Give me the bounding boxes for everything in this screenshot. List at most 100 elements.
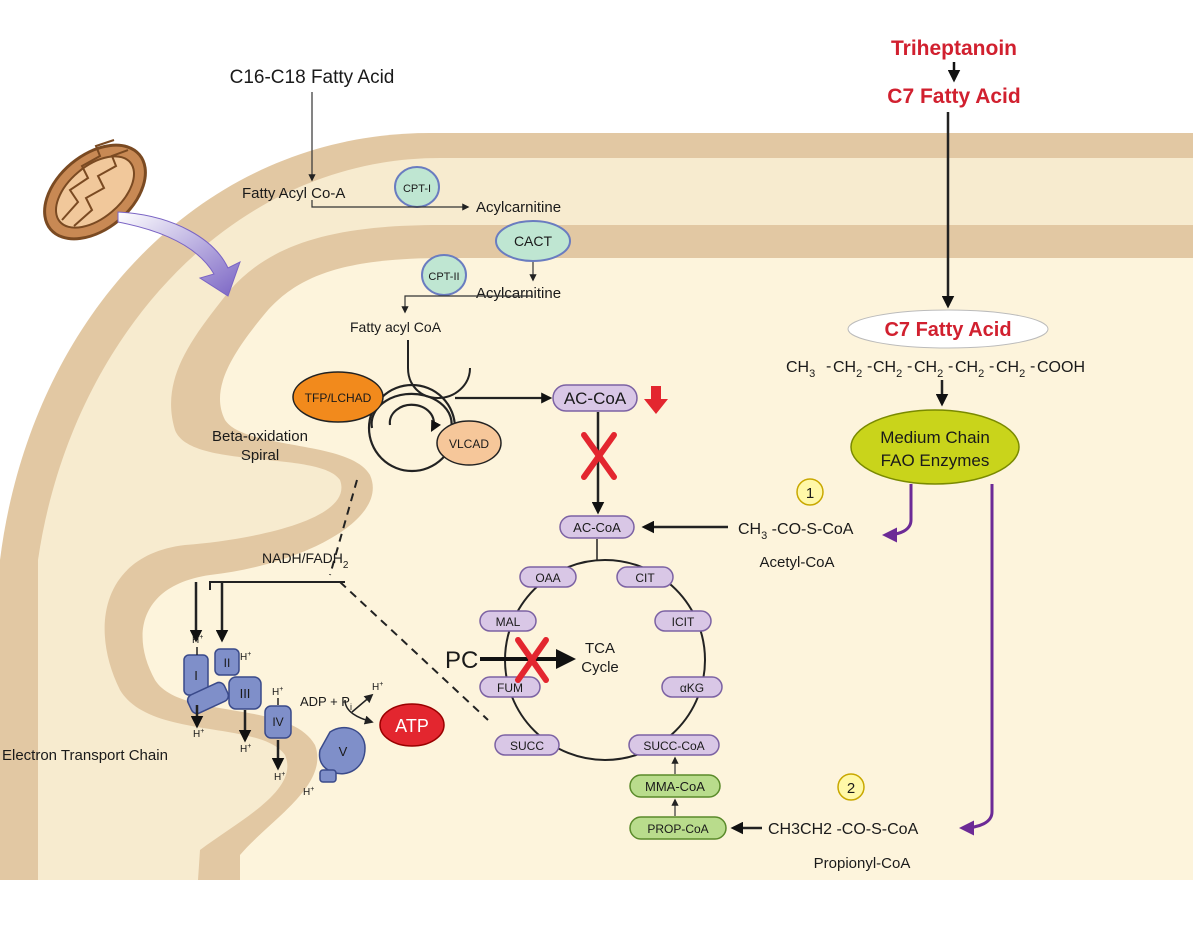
- propionyl-coa-label: Propionyl-CoA: [814, 855, 911, 872]
- atp-label: ATP: [395, 716, 429, 736]
- svg-text:CH3: CH3: [786, 359, 815, 380]
- svg-text:H+: H+: [240, 651, 251, 663]
- mma-coa-label: MMA-CoA: [645, 779, 705, 794]
- mal-node: [479, 610, 537, 632]
- tfp-lchad-label: TFP/LCHAD: [305, 391, 372, 405]
- adp-pi-label: ADP + Pi: [300, 694, 352, 712]
- complex-1-label: I: [194, 668, 198, 683]
- decrease-arrow-icon: [644, 386, 668, 414]
- icit-label: ICIT: [672, 615, 695, 629]
- succ-coa-label: SUCC-CoA: [643, 739, 704, 753]
- triheptanoin-label: Triheptanoin: [891, 37, 1017, 60]
- cpt2-label: CPT-II: [428, 271, 459, 283]
- akg-label: αKG: [680, 681, 704, 695]
- electron-transport-chain-label: Electron Transport Chain: [2, 747, 168, 764]
- akg-node: [661, 676, 723, 698]
- svg-text:CH2: CH2: [833, 359, 862, 380]
- succ-label: SUCC: [510, 739, 544, 753]
- oaa-node: [519, 566, 577, 588]
- pc-block-x-icon: [515, 637, 549, 683]
- c7-formula: CH3 - CH2 - CH2 - CH2 - CH2 - CH2 - COOH: [786, 358, 1085, 380]
- svg-text:H+: H+: [192, 634, 203, 646]
- ac-coa-top-node: [552, 384, 638, 412]
- cact-label: CACT: [514, 233, 553, 249]
- svg-text:CH2: CH2: [955, 359, 984, 380]
- c7-fatty-acid-matrix-node: [847, 309, 1049, 349]
- acetyl-coa-formula: CH3 -CO-S-CoA: [738, 521, 854, 542]
- svg-text:-: -: [907, 358, 912, 375]
- succ-node: [494, 734, 560, 756]
- medium-chain-label: Medium Chain: [880, 428, 990, 447]
- mma-coa-node: [629, 774, 721, 798]
- cact-node: [495, 220, 571, 262]
- arrow-complex-5-to-h: [351, 693, 374, 713]
- arrow-acyl-coa-to-acylcarnitine: [311, 200, 470, 211]
- svg-text:CH2: CH2: [914, 359, 943, 380]
- purple-arrow-to-propionyl: [959, 484, 994, 836]
- complex-4-node: [264, 705, 292, 739]
- marker-2-label: 2: [847, 780, 855, 797]
- arrow-adp-to-atp: [344, 699, 374, 725]
- arrow-acylcarnitine-to-acyl-coa: [401, 295, 533, 314]
- prop-coa-node: [629, 816, 727, 840]
- tca-ac-coa-label: AC-CoA: [573, 520, 621, 535]
- c7-fatty-acid-top-label: C7 Fatty Acid: [887, 85, 1020, 108]
- prop-coa-label: PROP-CoA: [647, 822, 708, 836]
- propionyl-coa-formula: CH3CH2 -CO-S-CoA: [768, 821, 919, 838]
- atp-node: [379, 703, 445, 747]
- svg-text:H+: H+: [240, 743, 251, 755]
- complex-5-label: V: [339, 744, 348, 759]
- cycle-label: Cycle: [581, 659, 619, 676]
- tfp-lchad-node: [292, 371, 384, 423]
- acylcarnitine-2-label: Acylcarnitine: [476, 285, 561, 302]
- medium-chain-fao-enzymes-node: [850, 409, 1020, 485]
- marker-2: [837, 773, 865, 801]
- svg-text:H+: H+: [274, 771, 285, 783]
- etc-complexes: [183, 648, 366, 783]
- icit-node: [654, 610, 712, 632]
- beta-oxidation-label: Beta-oxidation: [212, 428, 308, 445]
- succ-coa-node: [628, 734, 720, 756]
- svg-text:H+: H+: [272, 686, 283, 698]
- svg-text:-: -: [989, 358, 994, 375]
- cpt1-label: CPT-I: [403, 183, 431, 195]
- marker-1: [796, 478, 824, 506]
- svg-text:-: -: [867, 358, 872, 375]
- cit-label: CIT: [635, 571, 655, 585]
- svg-text:H+: H+: [303, 786, 314, 798]
- purple-arrow-to-acetyl: [882, 484, 913, 543]
- acylcarnitine-1-label: Acylcarnitine: [476, 199, 561, 216]
- fum-node: [479, 676, 541, 698]
- vlcad-node: [436, 420, 502, 466]
- nadh-branch-line: [209, 581, 345, 590]
- marker-1-label: 1: [806, 485, 814, 502]
- block-x-icon: [581, 432, 617, 480]
- svg-text:H+: H+: [372, 681, 383, 693]
- dashed-spiral-to-nadh: [329, 479, 358, 576]
- svg-text:-: -: [826, 358, 831, 375]
- c16-c18-fatty-acid-label: C16-C18 Fatty Acid: [230, 67, 395, 88]
- mitochondrion-zoom-arrow: [117, 211, 241, 297]
- cit-node: [616, 566, 674, 588]
- svg-text:CH2: CH2: [873, 359, 902, 380]
- tca-label: TCA: [585, 640, 615, 657]
- complex-3-label: III: [240, 686, 251, 701]
- svg-text:-: -: [1030, 358, 1035, 375]
- vlcad-label: VLCAD: [449, 437, 489, 451]
- oaa-label: OAA: [535, 571, 560, 585]
- mitochondrion-icon: [43, 139, 147, 241]
- dashed-nadh-to-tca: [339, 581, 489, 721]
- ac-coa-top-label: AC-CoA: [564, 389, 627, 408]
- complex-4-label: IV: [272, 715, 283, 729]
- complex-3-node: [228, 676, 262, 710]
- complex-2-label: II: [224, 656, 231, 670]
- acetyl-coa-label: Acetyl-CoA: [759, 554, 834, 571]
- pc-label: PC: [445, 647, 478, 674]
- mal-label: MAL: [496, 615, 521, 629]
- fum-label: FUM: [497, 681, 523, 695]
- svg-text:H+: H+: [193, 728, 204, 740]
- fatty-acyl-coa-cytosol-label: Fatty Acyl Co-A: [242, 185, 345, 202]
- svg-text:-: -: [948, 358, 953, 375]
- svg-text:CH2: CH2: [996, 359, 1025, 380]
